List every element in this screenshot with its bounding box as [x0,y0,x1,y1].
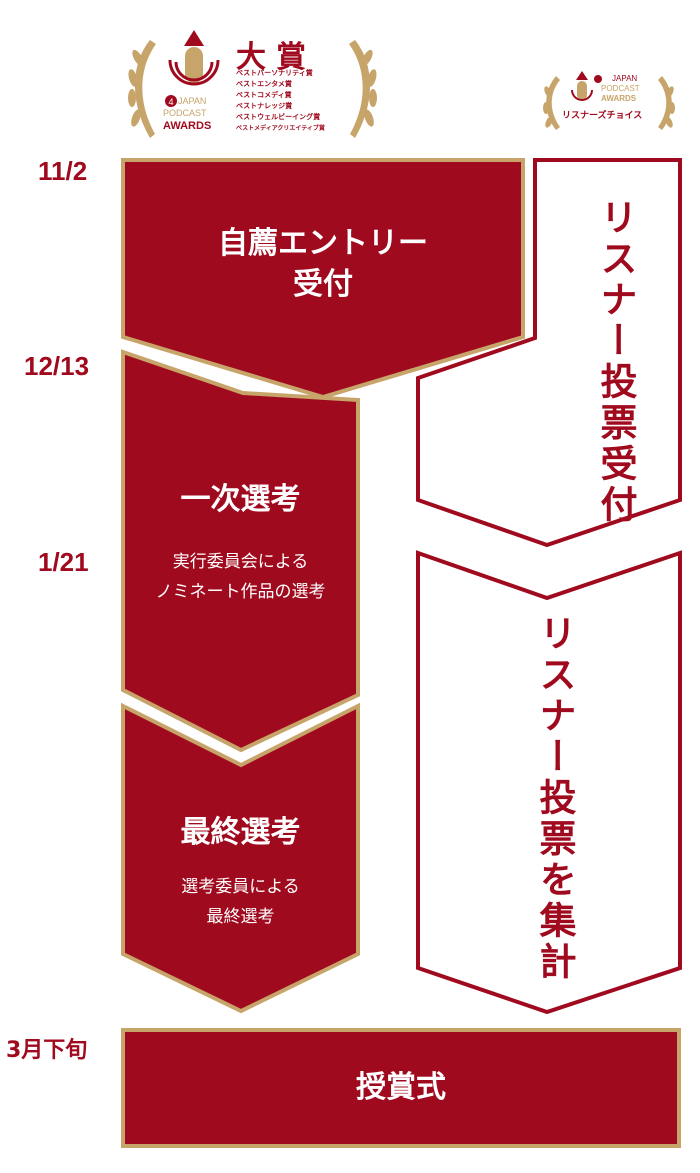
date-ceremony: 3月下旬 [6,1038,88,1063]
grand-prize-brand-awards: AWARDS [163,120,212,132]
first-selection-title: 一次選考 [180,482,301,517]
listeners-choice-brand-awards: AWARDS [601,94,637,103]
grand-prize-brand-japan: JAPAN [178,96,207,106]
svg-text:4: 4 [168,97,173,107]
category-personality: ベストパーソナリティ賞 [236,69,313,77]
listeners-choice-brand-podcast: PODCAST [601,84,640,93]
category-entertainment: ベストエンタメ賞 [236,80,292,88]
category-wellbeing: ベストウェルビーイング賞 [236,113,321,121]
entry-title-line2: 受付 [293,266,353,302]
category-comedy: ベストコメディ賞 [236,91,292,99]
category-media-creative: ベストメディアクリエイティブ賞 [236,125,325,132]
final-desc-line2: 最終選考 [206,906,275,927]
ceremony-title: 授賞式 [356,1070,446,1105]
category-knowledge: ベストナレッジ賞 [236,102,293,110]
first-selection-description: 実行委員会による ノミネート作品の選考 [123,548,358,608]
listener-vote-accept-arrow [416,158,682,548]
listener-vote-count-arrow [416,550,682,1015]
first-desc-line2: ノミネート作品の選考 [155,581,326,602]
date-first-selection: 12/13 [24,351,90,381]
entry-stage-title: 自薦エントリー 受付 [123,224,523,305]
listener-vote-accept-text: リスナー投票受付 [594,198,637,526]
first-desc-line1: 実行委員会による [172,552,309,572]
grand-prize-microphone-icon: 4 [165,30,220,107]
entry-title-line1: 自薦エントリー [218,226,428,261]
grand-prize-laurel-icon [128,40,377,138]
grand-prize-brand-podcast: PODCAST [163,108,207,118]
date-entry-start: 11/2 [38,156,88,186]
first-selection-stage-arrow [121,349,360,753]
listeners-choice-laurel-icon [543,76,675,130]
final-selection-stage-arrow [121,702,360,1014]
final-desc-line1: 選考委員による [181,877,300,897]
listeners-choice-brand-japan: JAPAN [612,74,638,83]
listeners-choice-microphone-icon [571,71,602,101]
final-selection-title: 最終選考 [180,815,301,850]
listener-vote-count-text: リスナー投票を集計 [533,614,576,983]
grand-prize-title: 大賞 [236,40,316,75]
entry-stage-arrow [121,158,525,400]
final-selection-description: 選考委員による 最終選考 [123,873,358,933]
grand-prize-category-list: ベストパーソナリティ賞 ベストエンタメ賞 ベストコメディ賞 ベストナレッジ賞 ベ… [236,68,325,134]
ceremony-bar [121,1028,681,1148]
listeners-choice-label: リスナーズチョイス [562,111,643,121]
date-final-selection: 1/21 [38,547,89,577]
